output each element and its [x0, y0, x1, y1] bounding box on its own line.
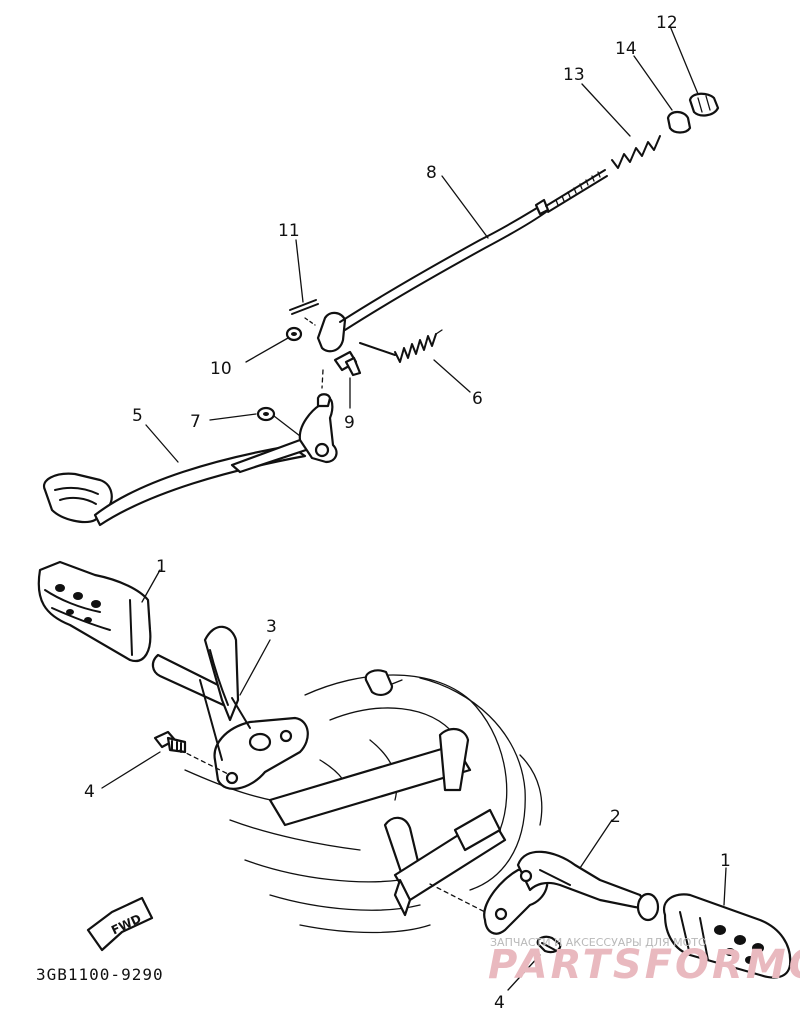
adjusting-nut — [688, 92, 720, 117]
diagram-code: 3GB1100-9290 — [36, 965, 164, 984]
callout-6: 6 — [472, 389, 483, 409]
watermark-brand: PARTSFORMOTO — [488, 942, 800, 988]
footrest-bracket-left — [151, 625, 309, 790]
frame-cap — [364, 669, 403, 696]
callout-9: 9 — [344, 413, 355, 433]
callout-1-left: 1 — [156, 557, 167, 577]
callout-11: 11 — [278, 221, 300, 241]
callout-7: 7 — [190, 412, 201, 432]
leader-lines — [101, 25, 727, 991]
bolt-left — [153, 730, 187, 754]
brake-rod — [316, 169, 608, 353]
callout-3: 3 — [266, 617, 277, 637]
callout-14: 14 — [615, 39, 637, 59]
footrest-rubber-left — [37, 560, 152, 663]
callout-10: 10 — [210, 359, 232, 379]
watermark-caption: ЗАПЧАСТИ И АКСЕССУАРЫ ДЛЯ МОТО — [490, 936, 707, 949]
brake-pedal — [42, 393, 338, 527]
frame-crossmember — [268, 727, 507, 917]
washer-10 — [285, 326, 303, 342]
callout-1-right: 1 — [720, 851, 731, 871]
callout-4-left: 4 — [84, 782, 95, 802]
callout-8: 8 — [426, 163, 437, 183]
callout-13: 13 — [563, 65, 585, 85]
adjuster-spring — [611, 135, 661, 169]
callout-2: 2 — [610, 807, 621, 827]
return-spring — [359, 329, 443, 363]
footrest-rubber-right — [662, 893, 792, 979]
callout-12: 12 — [656, 13, 678, 33]
frame-outline — [184, 674, 543, 934]
callout-5: 5 — [132, 406, 143, 426]
bolt-right — [536, 935, 562, 954]
callout-4-right: 4 — [494, 993, 505, 1013]
clevis-pin — [333, 350, 362, 377]
washer-7 — [256, 406, 301, 437]
cotter-pin — [289, 299, 319, 315]
forward-arrow-icon: FWD — [86, 896, 154, 952]
footrest-bracket-right — [483, 850, 660, 935]
pivot-joint — [666, 110, 692, 134]
